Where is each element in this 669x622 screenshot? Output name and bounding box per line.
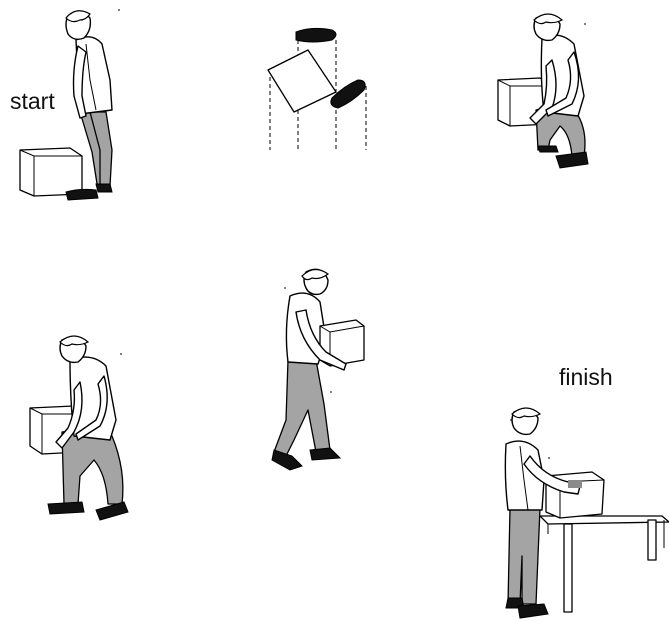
box-on-floor (20, 148, 82, 196)
figure-placing-on-table (505, 408, 669, 618)
table (540, 516, 669, 612)
figure-squatting-grip (498, 14, 588, 168)
foot-placement-diagram (268, 28, 366, 150)
box-top-view (268, 50, 336, 112)
figure-squatting-lift (30, 336, 128, 520)
figure-walking-carry (272, 269, 364, 470)
figure-standing-start (20, 10, 120, 200)
left-shoeprint (296, 28, 336, 42)
